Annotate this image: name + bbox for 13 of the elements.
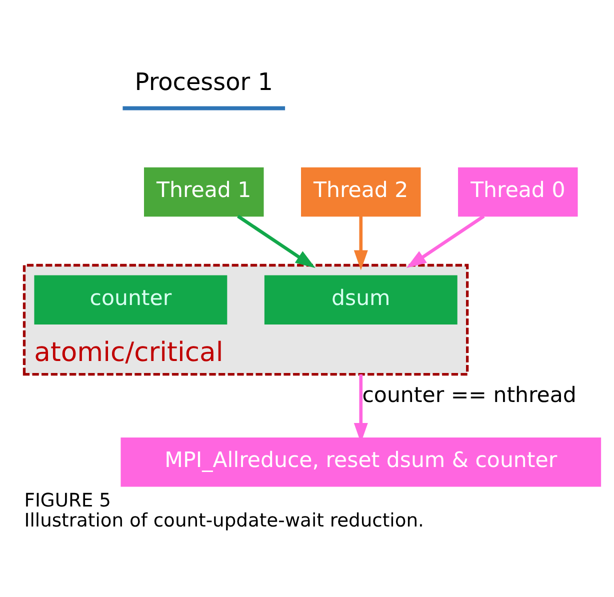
arrow [354, 216, 368, 270]
node-box: dsum [264, 275, 458, 324]
caption: Illustration of count-update-wait reduction. [24, 510, 424, 532]
node-box: MPI_Allreduce, reset dsum & counter [120, 438, 602, 487]
edge-label: counter == nthread [362, 383, 576, 408]
arrow [406, 214, 485, 268]
node-text: Processor 1 [134, 68, 273, 96]
node-box: Thread 1 [144, 167, 264, 217]
node-box: Thread 2 [301, 167, 421, 217]
node-box: counter [34, 275, 228, 324]
arrow [237, 214, 316, 268]
diagram-title: FIGURE 5 [24, 490, 111, 512]
node-box: Thread 0 [458, 167, 578, 217]
